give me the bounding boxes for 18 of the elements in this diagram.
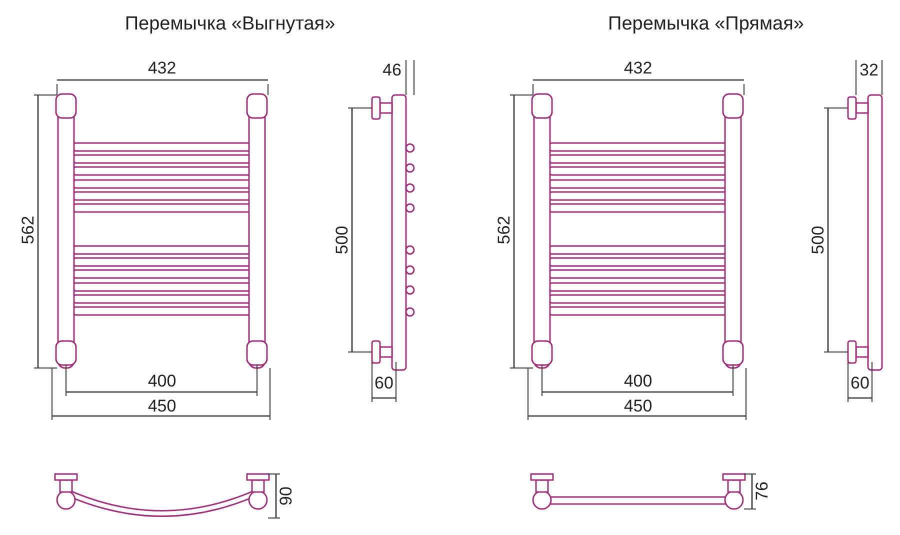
- view-heading: Перемычка «Прямая»: [608, 14, 804, 34]
- dimension-value: 450: [624, 398, 652, 414]
- dimension-value: 60: [850, 374, 870, 392]
- dimension-value: 450: [148, 398, 176, 414]
- dimension-value: 500: [810, 226, 826, 254]
- dimension-value: 562: [20, 216, 36, 244]
- dimension-value: 32: [860, 62, 878, 78]
- dimension-value: 46: [382, 62, 402, 78]
- dimension-value: 500: [334, 226, 350, 254]
- dimension-value: 432: [624, 60, 652, 76]
- dimension-value: 76: [754, 482, 770, 500]
- dimension-value: 60: [374, 374, 394, 392]
- dimension-value: 562: [496, 216, 512, 244]
- view-heading: Перемычка «Выгнутая»: [124, 14, 336, 34]
- dimension-value: 90: [278, 486, 294, 506]
- dimension-value: 400: [624, 372, 652, 390]
- dimension-value: 400: [148, 372, 176, 390]
- dimension-value: 432: [148, 60, 176, 76]
